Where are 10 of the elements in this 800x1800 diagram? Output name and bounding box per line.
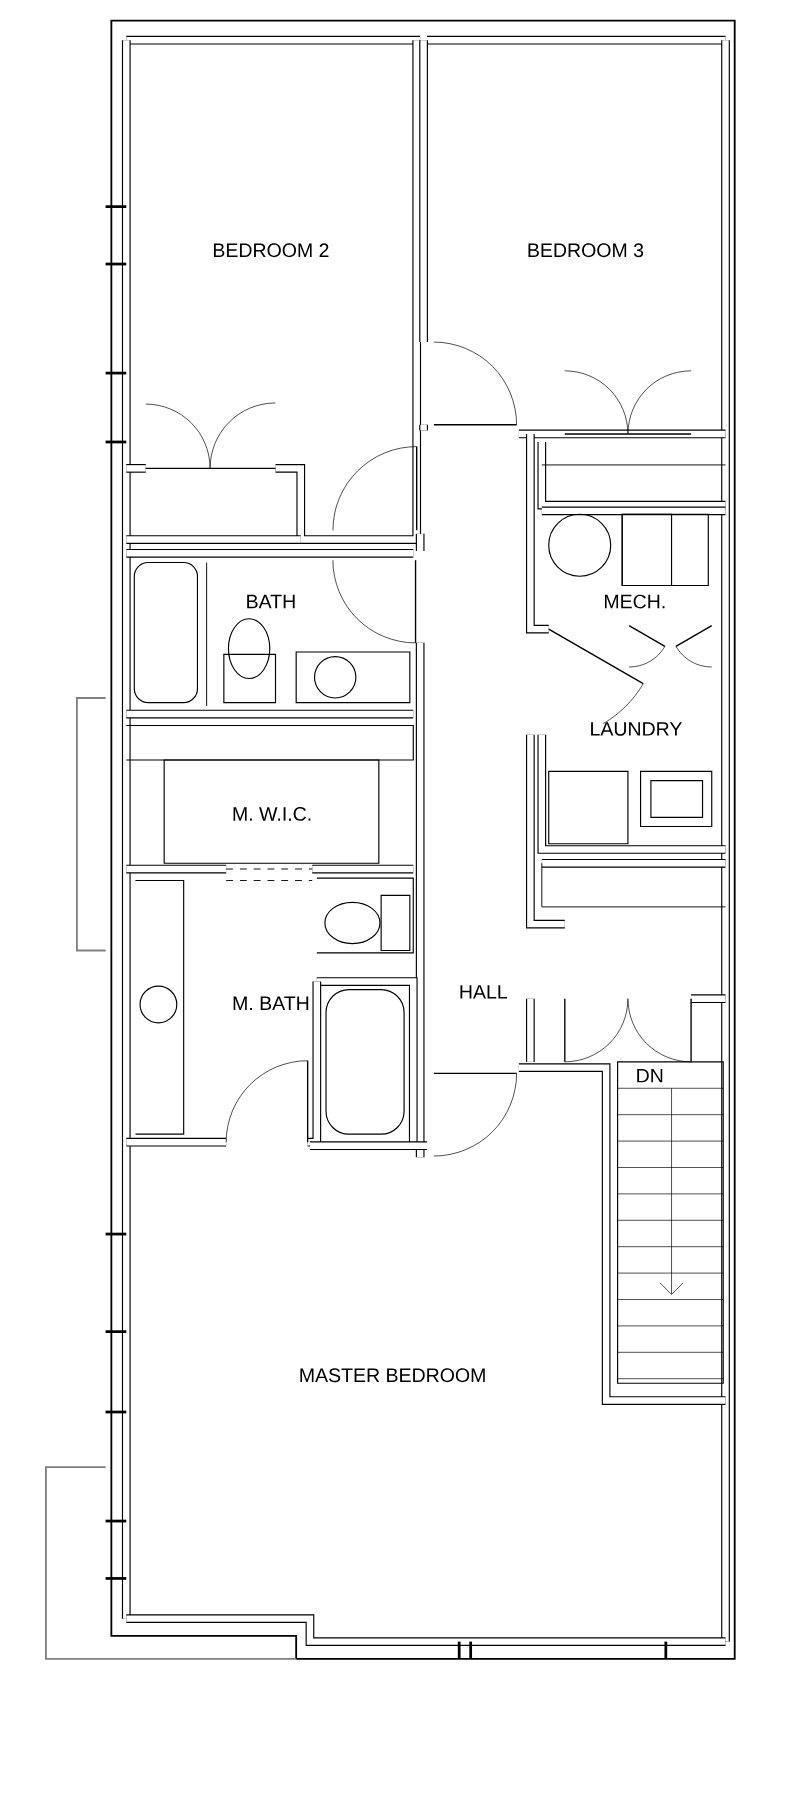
room-label: MASTER BEDROOM xyxy=(300,1368,485,1383)
room-label: M. BATH xyxy=(233,996,309,1011)
room-label: BEDROOM 2 xyxy=(213,243,329,258)
room-label: BATH xyxy=(247,594,295,609)
stair-label: DN xyxy=(637,1068,663,1083)
room-label: MECH. xyxy=(604,594,665,609)
room-label: HALL xyxy=(460,985,507,999)
room-label: BEDROOM 3 xyxy=(528,243,644,258)
room-label: M. W.I.C. xyxy=(233,807,311,821)
room-label: LAUNDRY xyxy=(591,722,682,736)
